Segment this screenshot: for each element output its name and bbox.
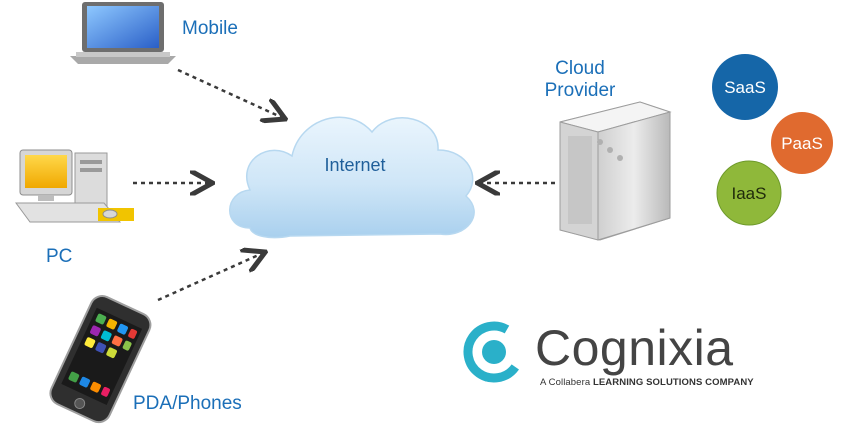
tagline-bold: LEARNING SOLUTIONS COMPANY — [593, 377, 754, 388]
cognixia-logo-word: Cognixia — [535, 318, 734, 378]
pda-phones-label: PDA/Phones — [133, 393, 242, 415]
arrow-pda-to-internet — [158, 253, 263, 300]
saas-label: SaaS — [724, 78, 766, 97]
cloud-provider-line-2: Provider — [540, 80, 620, 102]
desktop-pc-icon — [16, 150, 134, 222]
internet-label: Internet — [324, 155, 385, 175]
service-badges: SaaS PaaS IaaS — [712, 54, 833, 225]
tagline-prefix: A Collabera — [540, 377, 590, 388]
cognixia-logo-mark — [458, 316, 530, 388]
server-icon — [560, 102, 670, 240]
arrow-mobile-to-internet — [178, 70, 283, 118]
cloud-provider-label: Cloud Provider — [540, 58, 620, 102]
pc-label: PC — [46, 246, 72, 268]
cognixia-tagline: A Collabera LEARNING SOLUTIONS COMPANY — [540, 377, 754, 388]
cloud-provider-line-1: Cloud — [540, 58, 620, 80]
paas-label: PaaS — [781, 134, 823, 153]
cloud-icon: Internet — [230, 117, 474, 237]
mobile-label: Mobile — [182, 18, 238, 40]
iaas-label: IaaS — [732, 184, 767, 203]
laptop-icon — [70, 2, 176, 64]
